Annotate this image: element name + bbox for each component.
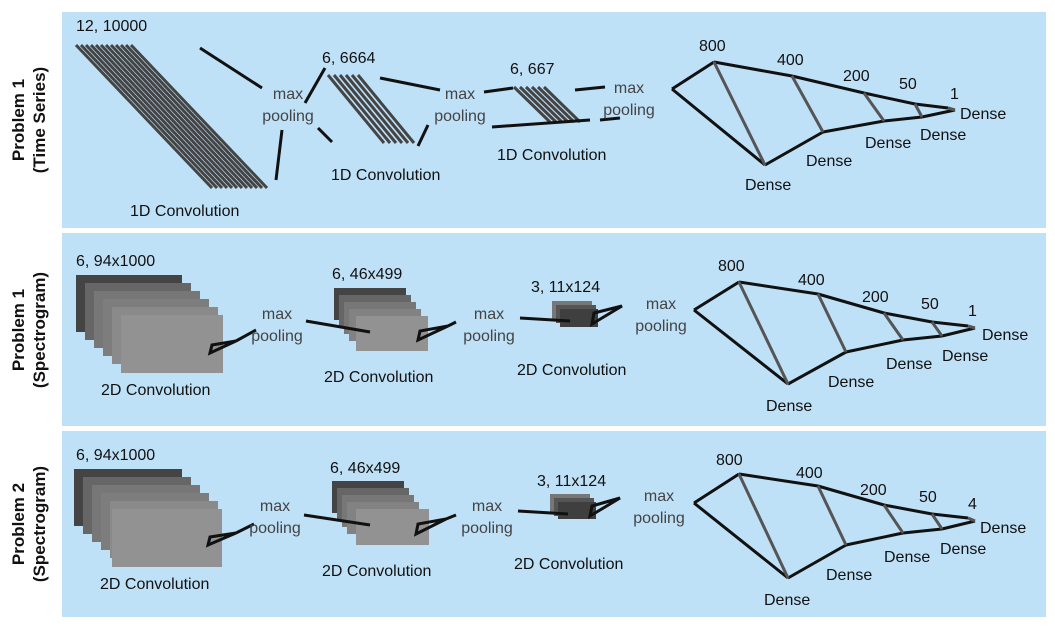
dense-size-label: 400 (796, 465, 823, 482)
max-pooling-label: max pooling (256, 84, 320, 128)
max-pooling-label: max pooling (428, 84, 492, 128)
max-pooling-label: max pooling (628, 294, 694, 338)
dense-size-label: 400 (798, 272, 825, 289)
dense-type-label: Dense (828, 374, 875, 391)
conv1-type-label: 1D Convolution (130, 203, 240, 220)
row-panel-spectrogram-1 (62, 233, 1046, 426)
dense-type-label: Dense (865, 135, 912, 152)
dense-size-label: 50 (921, 296, 939, 313)
pool-word-max: max (259, 498, 291, 515)
dense-size-label: 4 (968, 496, 977, 513)
pool-word-pooling: pooling (461, 520, 513, 537)
dense-type-label: Dense (940, 541, 987, 558)
conv2d-layer-3-maps (550, 494, 596, 519)
dense-size-label: 1 (968, 303, 977, 320)
conv3-shape-label: 6, 667 (510, 61, 555, 78)
pool-word-max: max (471, 498, 503, 515)
dense-network-row1 (671, 60, 956, 167)
dense-size-label: 800 (716, 452, 743, 469)
conv2-shape-label: 6, 46x499 (332, 266, 403, 283)
dense-type-label: Dense (884, 549, 931, 566)
conv2d-layer-1-maps (74, 469, 222, 567)
dense-size-label: 50 (919, 489, 937, 506)
pooling-connectors-row1 (199, 46, 621, 181)
dense-network-row2 (693, 280, 976, 386)
dense-type-label: Dense (745, 177, 792, 194)
conv1-shape-label: 12, 10000 (76, 18, 148, 35)
dense-network-row3 (693, 472, 976, 580)
conv2d-layer-3-maps (552, 301, 598, 327)
dense-type-label: Dense (886, 356, 933, 373)
pool-word-pooling: pooling (434, 108, 486, 125)
conv1-type-label: 2D Convolution (100, 576, 210, 593)
dense-type-label: Dense (826, 567, 873, 584)
max-pooling-label: max pooling (244, 304, 310, 348)
dense-type-label: Dense (764, 592, 811, 609)
max-pooling-label: max pooling (454, 496, 520, 540)
dense-type-label: Dense (920, 127, 967, 144)
conv3-type-label: 2D Convolution (514, 556, 624, 573)
pool-word-pooling: pooling (635, 318, 687, 335)
pool-word-max: max (473, 306, 505, 323)
conv3-type-label: 2D Convolution (517, 362, 627, 379)
conv1-shape-label: 6, 94x1000 (76, 253, 156, 270)
pool-word-pooling: pooling (633, 510, 685, 527)
dense-size-label: 400 (777, 52, 804, 69)
dense-type-label: Dense (806, 153, 853, 170)
pool-word-max: max (261, 306, 293, 323)
max-pooling-label: max pooling (597, 78, 661, 122)
dense-size-label: 50 (899, 76, 917, 93)
conv2-type-label: 2D Convolution (322, 563, 432, 580)
pool-word-pooling: pooling (251, 328, 303, 345)
conv2-shape-label: 6, 6664 (322, 50, 376, 67)
pool-word-max: max (272, 86, 304, 103)
conv1-shape-label: 6, 94x1000 (76, 447, 156, 464)
dense-type-label: Dense (960, 106, 1007, 123)
pooling-connectors-row3 (205, 496, 621, 548)
max-pooling-label: max pooling (626, 486, 692, 530)
conv2-type-label: 2D Convolution (324, 369, 434, 386)
pooling-connectors-row2 (207, 304, 623, 356)
pool-word-pooling: pooling (262, 108, 314, 125)
pool-word-pooling: pooling (249, 520, 301, 537)
dense-size-label: 800 (718, 258, 745, 275)
conv2d-layer-1-maps (76, 275, 223, 373)
conv1d-layer-2-filters (326, 74, 416, 144)
pool-word-pooling: pooling (463, 328, 515, 345)
conv1d-layer-3-filters (512, 85, 582, 124)
dense-type-label: Dense (766, 398, 813, 415)
conv3-shape-label: 3, 11x124 (537, 473, 607, 490)
conv2d-layer-2-maps (334, 288, 428, 351)
conv2-type-label: 1D Convolution (331, 167, 441, 184)
conv2d-layer-2-maps (332, 481, 429, 545)
pool-word-max: max (613, 80, 645, 97)
dense-type-label: Dense (982, 327, 1029, 344)
max-pooling-label: max pooling (456, 304, 522, 348)
conv3-shape-label: 3, 11x124 (531, 279, 601, 296)
conv3-type-label: 1D Convolution (497, 147, 607, 164)
dense-size-label: 200 (862, 289, 889, 306)
dense-type-label: Dense (942, 348, 989, 365)
pool-word-pooling: pooling (603, 102, 655, 119)
max-pooling-label: max pooling (242, 496, 308, 540)
conv1d-layer-1-filters (74, 43, 269, 190)
pool-word-max: max (643, 488, 675, 505)
conv2-shape-label: 6, 46x499 (330, 460, 401, 477)
dense-size-label: 200 (843, 68, 870, 85)
dense-size-label: 1 (950, 86, 959, 103)
dense-size-label: 200 (860, 482, 887, 499)
pool-word-max: max (645, 296, 677, 313)
dense-type-label: Dense (980, 520, 1027, 537)
conv1-type-label: 2D Convolution (101, 382, 211, 399)
row-panel-spectrogram-2 (62, 431, 1046, 617)
pool-word-max: max (444, 86, 476, 103)
dense-size-label: 800 (699, 38, 726, 55)
